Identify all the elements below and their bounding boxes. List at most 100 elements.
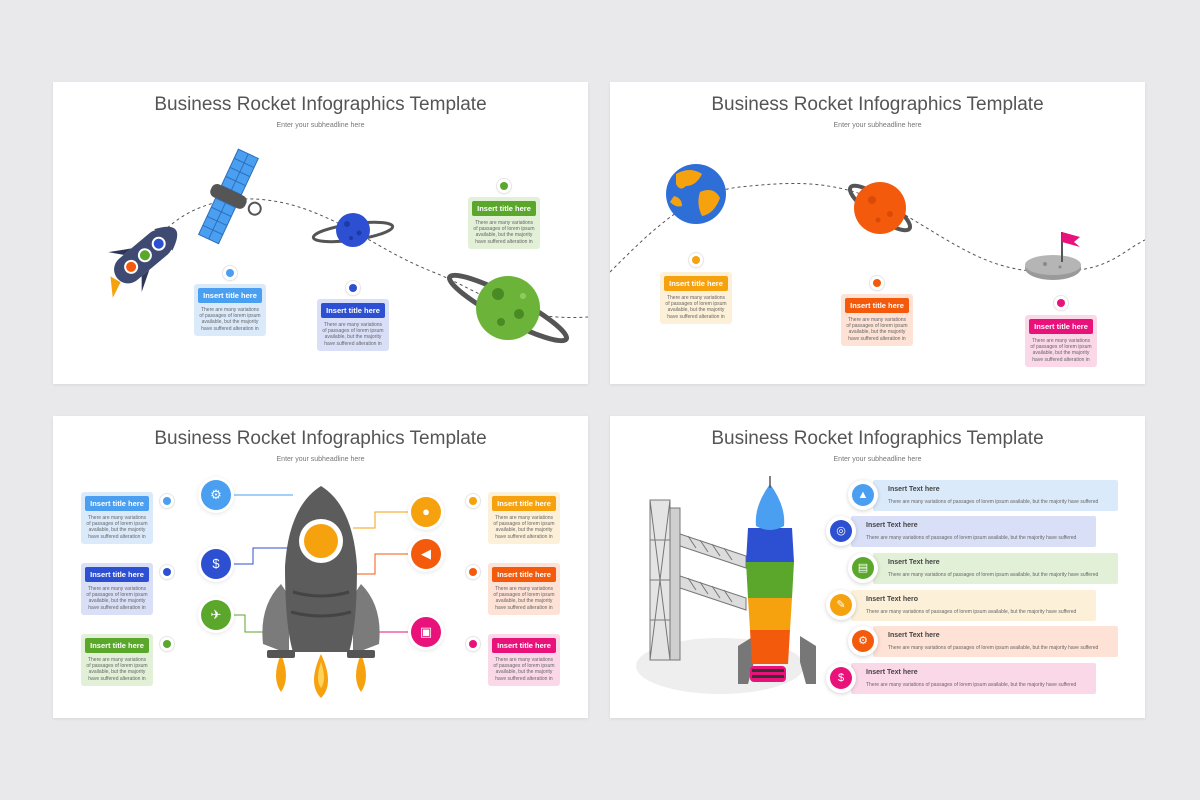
box-body: There are many variations of passages of…: [493, 586, 555, 611]
box-body: There are many variations of passages of…: [1030, 338, 1092, 363]
box-body: There are many variations of passages of…: [86, 657, 148, 682]
slide-title: Business Rocket Infographics Template: [711, 428, 1044, 449]
box-title: Insert title here: [492, 496, 556, 511]
text-bar-5[interactable]: [873, 626, 1118, 657]
box-body: There are many variations of passages of…: [493, 515, 555, 540]
slide-title: Business Rocket Infographics Template: [154, 94, 487, 115]
marker-dot: [160, 565, 174, 579]
flame-icon: [276, 654, 366, 698]
info-box-magenta[interactable]: Insert title here There are many variati…: [1025, 315, 1097, 367]
info-box-blue[interactable]: Insert title here There are many variati…: [194, 284, 266, 336]
box-body: There are many variations of passages of…: [665, 295, 727, 320]
marker-dot: [870, 276, 884, 290]
slide-subtitle: Enter your subheadline here: [833, 456, 922, 463]
marker-dot: [497, 179, 511, 193]
lightbulb-icon: ●: [411, 497, 441, 527]
info-box-navy[interactable]: Insert title here There are many variati…: [317, 299, 389, 351]
info-box-blue[interactable]: Insert title here There are many variati…: [81, 492, 153, 544]
flag-icon: [1025, 232, 1081, 280]
marker-dot: [689, 253, 703, 267]
box-body: There are many variations of passages of…: [199, 307, 261, 332]
target-icon: ◎: [826, 516, 856, 546]
text-bar-6[interactable]: [851, 663, 1096, 694]
box-title: Insert title here: [472, 201, 536, 216]
slide-4[interactable]: Business Rocket Infographics Template En…: [610, 416, 1145, 718]
marker-dot: [346, 281, 360, 295]
box-title: Insert title here: [85, 638, 149, 653]
box-body: There are many variations of passages of…: [86, 515, 148, 540]
slide-1[interactable]: Business Rocket Infographics Template En…: [53, 82, 588, 384]
slide-1-illustration: [108, 148, 588, 344]
rocket-icon: ▲: [848, 480, 878, 510]
box-body: There are many variations of passages of…: [86, 586, 148, 611]
slide-2[interactable]: Business Rocket Infographics Template En…: [610, 82, 1145, 384]
box-title: Insert title here: [1029, 319, 1093, 334]
rocket-icon: [108, 226, 178, 298]
bar-body: There are many variations of passages of…: [888, 499, 1099, 505]
rocket-icon: [262, 486, 380, 658]
info-box-green[interactable]: Insert title here There are many variati…: [468, 197, 540, 249]
slide-3-illustration: [230, 486, 410, 698]
slide-title: Business Rocket Infographics Template: [711, 94, 1044, 115]
bar-body: There are many variations of passages of…: [866, 682, 1077, 688]
box-title: Insert title here: [664, 276, 728, 291]
document-icon: ✎: [826, 590, 856, 620]
plane-icon: ✈: [201, 600, 231, 630]
box-title: Insert title here: [85, 496, 149, 511]
info-box-green[interactable]: Insert title here There are many variati…: [81, 634, 153, 686]
box-title: Insert title here: [492, 638, 556, 653]
bar-title: Insert Text here: [866, 669, 918, 676]
marker-dot: [1054, 296, 1068, 310]
presentation-icon: ▤: [848, 553, 878, 583]
bar-title: Insert Text here: [888, 559, 940, 566]
text-bar-2[interactable]: [851, 516, 1096, 547]
marker-dot: [160, 494, 174, 508]
box-title: Insert title here: [85, 567, 149, 582]
planet-icon: [446, 272, 570, 344]
marker-dot: [466, 637, 480, 651]
coin-icon: $: [826, 663, 856, 693]
info-box-navy[interactable]: Insert title here There are many variati…: [81, 563, 153, 615]
marker-dot: [466, 565, 480, 579]
bar-title: Insert Text here: [888, 486, 940, 493]
info-box-orange[interactable]: Insert title here There are many variati…: [488, 492, 560, 544]
info-box-red-orange[interactable]: Insert title here There are many variati…: [841, 294, 913, 346]
box-title: Insert title here: [198, 288, 262, 303]
gear-icon: ⚙: [848, 626, 878, 656]
box-body: There are many variations of passages of…: [846, 317, 908, 342]
info-box-magenta[interactable]: Insert title here There are many variati…: [488, 634, 560, 686]
planet-icon: [311, 213, 395, 247]
info-box-red-orange[interactable]: Insert title here There are many variati…: [488, 563, 560, 615]
dollar-icon: $: [201, 549, 231, 579]
bar-title: Insert Text here: [866, 522, 918, 529]
bar-body: There are many variations of passages of…: [888, 572, 1099, 578]
marker-dot: [160, 637, 174, 651]
bar-title: Insert Text here: [888, 632, 940, 639]
slide-subtitle: Enter your subheadline here: [833, 122, 922, 129]
bar-body: There are many variations of passages of…: [866, 609, 1077, 615]
info-box-orange[interactable]: Insert title here There are many variati…: [660, 272, 732, 324]
slide-4-illustration: [636, 476, 816, 694]
box-body: There are many variations of passages of…: [322, 322, 384, 347]
box-body: There are many variations of passages of…: [473, 220, 535, 245]
bar-body: There are many variations of passages of…: [866, 535, 1077, 541]
box-title: Insert title here: [321, 303, 385, 318]
text-bar-1[interactable]: [873, 480, 1118, 511]
satellite-icon: [197, 148, 262, 245]
bar-title: Insert Text hero: [866, 596, 918, 603]
gear-icon: ⚙: [201, 480, 231, 510]
slide-title: Business Rocket Infographics Template: [154, 428, 487, 449]
launch-tower-icon: [649, 499, 747, 661]
slide-subtitle: Enter your subheadline here: [276, 456, 365, 463]
slide-2-illustration: [610, 164, 1145, 280]
box-body: There are many variations of passages of…: [493, 657, 555, 682]
bar-body: There are many variations of passages of…: [888, 645, 1099, 651]
chart-icon: ▣: [411, 617, 441, 647]
earth-icon: [666, 164, 726, 224]
text-bar-4[interactable]: [851, 590, 1096, 621]
slide-3[interactable]: Business Rocket Infographics Template En…: [53, 416, 588, 718]
megaphone-icon: ◀: [411, 539, 441, 569]
planet-icon: [847, 182, 913, 234]
rocket-icon: [738, 476, 816, 684]
text-bar-3[interactable]: [873, 553, 1118, 584]
